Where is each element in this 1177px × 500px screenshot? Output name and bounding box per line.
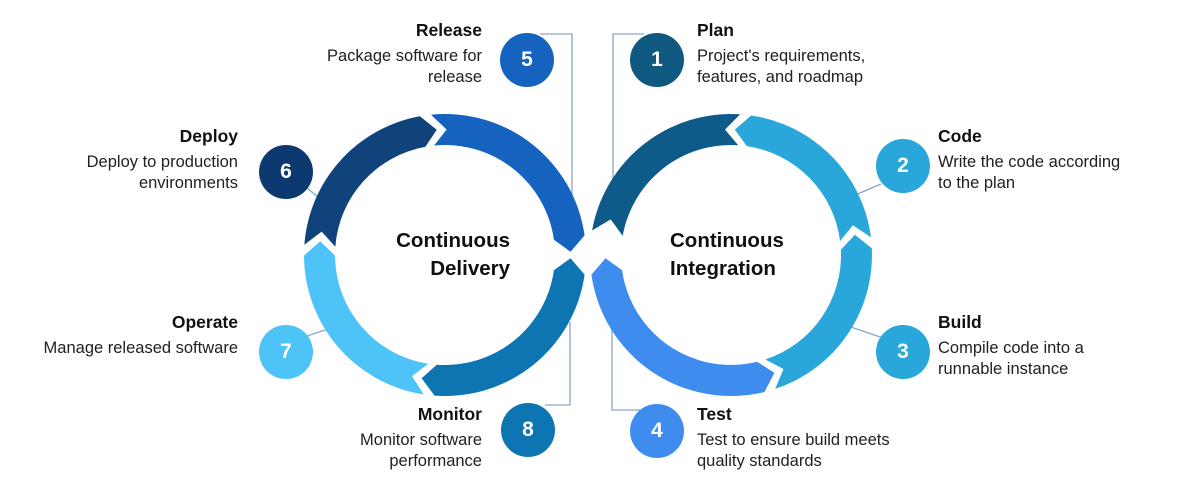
stage-desc: runnable instance	[938, 360, 1069, 378]
stage-title-operate: Operate	[171, 312, 238, 332]
stage-desc: to the plan	[938, 174, 1016, 192]
connector-line	[545, 322, 571, 406]
stage-desc: performance	[389, 452, 482, 470]
stage-desc: release	[427, 68, 482, 86]
stage-text-code: Code Write the code according to the pla…	[938, 126, 1120, 194]
stage-desc: quality standards	[697, 452, 822, 470]
stage-title-monitor: Monitor	[417, 404, 482, 424]
label-line: Continuous	[396, 229, 510, 252]
stage-title-deploy: Deploy	[179, 126, 238, 146]
stage-circle-code: 2	[876, 139, 930, 193]
segment-test	[591, 258, 775, 397]
segment-deploy	[304, 116, 437, 247]
segment-release	[430, 113, 585, 252]
connector-line	[612, 33, 644, 210]
segment-code	[734, 115, 871, 242]
connector-line	[540, 33, 573, 212]
stage-title-release: Release	[415, 20, 482, 40]
stage-title-build: Build	[938, 312, 982, 332]
stage-desc: Test to ensure build meets	[697, 431, 890, 449]
stage-text-build: Build Compile code into a runnable insta…	[938, 312, 1084, 380]
stage-desc: features, and roadmap	[697, 68, 864, 86]
label-continuous-delivery: Continuous Delivery	[396, 227, 510, 283]
label-line: Continuous	[670, 229, 784, 252]
stage-circle-build: 3	[876, 325, 930, 379]
stage-desc: Compile code into a	[938, 339, 1084, 357]
segment-build	[765, 234, 872, 389]
stage-title-code: Code	[938, 126, 982, 146]
stage-text-release: Release Package software for release	[327, 20, 482, 88]
stage-desc: environments	[138, 174, 238, 192]
stage-circle-monitor: 8	[501, 403, 555, 457]
segment-operate	[304, 241, 429, 395]
stage-desc: Monitor software	[360, 431, 482, 449]
stage-desc: Project's requirements,	[697, 47, 866, 65]
stage-desc: Deploy to production	[86, 153, 238, 171]
stage-desc: Manage released software	[43, 339, 238, 357]
label-line: Integration	[670, 257, 776, 280]
stage-text-monitor: Monitor Monitor software performance	[360, 404, 482, 472]
segment-monitor	[421, 258, 585, 396]
stage-desc: Write the code according	[938, 153, 1121, 171]
segment-plan	[592, 113, 741, 236]
stage-circle-deploy: 6	[259, 145, 313, 199]
label-continuous-integration: Continuous Integration	[670, 227, 784, 283]
stage-circle-test: 4	[630, 404, 684, 458]
stage-circle-release: 5	[500, 33, 554, 87]
label-line: Delivery	[430, 257, 510, 280]
stage-circle-operate: 7	[259, 325, 313, 379]
stage-title-test: Test	[697, 404, 732, 424]
connector-line	[847, 325, 884, 339]
stage-text-plan: Plan Project's requirements, features, a…	[697, 20, 865, 88]
stage-title-plan: Plan	[697, 20, 734, 40]
stage-text-operate: Operate Manage released software	[44, 312, 238, 359]
stage-text-deploy: Deploy Deploy to production environments	[87, 126, 238, 194]
stage-desc: Package software for	[327, 47, 482, 65]
stage-text-test: Test Test to ensure build meets quality …	[697, 404, 890, 472]
stage-circle-plan: 1	[630, 33, 684, 87]
